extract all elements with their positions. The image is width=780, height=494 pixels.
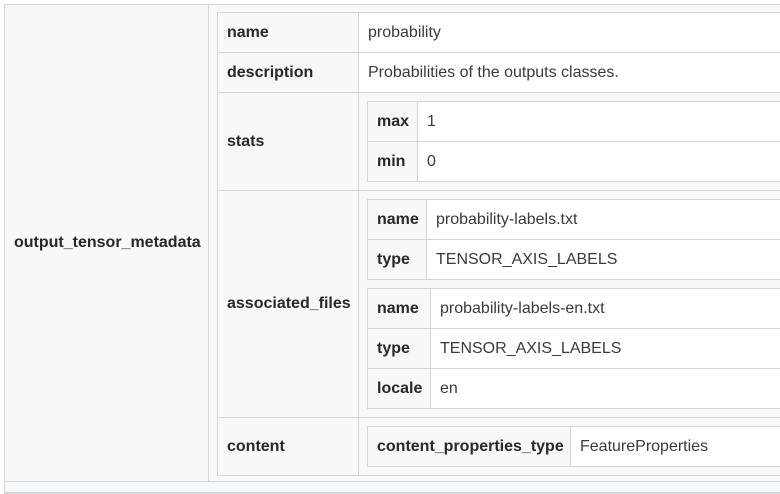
- file-2-type-value: TENSOR_AXIS_LABELS: [430, 328, 780, 369]
- file-2-locale-value: en: [430, 368, 780, 409]
- associated-files-value: name probability-labels.txt type TENSOR_…: [358, 190, 780, 418]
- content-key: content: [217, 417, 359, 476]
- description-key: description: [217, 52, 359, 93]
- output-tensor-metadata-label: output_tensor_metadata: [14, 234, 201, 251]
- file-2-name-value: probability-labels-en.txt: [430, 288, 780, 329]
- stats-min-value: 0: [417, 141, 780, 182]
- stats-max-key: max: [367, 101, 418, 142]
- file-1-name-value: probability-labels.txt: [426, 199, 780, 240]
- file-1-type-value: TENSOR_AXIS_LABELS: [426, 239, 780, 280]
- outer-next-row: [4, 481, 780, 493]
- output-tensor-metadata-key: output_tensor_metadata: [4, 4, 209, 482]
- content-properties-type-key: content_properties_type: [367, 426, 571, 467]
- file-1-type-key: type: [367, 239, 427, 280]
- file-2-name-key: name: [367, 288, 431, 329]
- name-key: name: [217, 12, 359, 53]
- content-value: content_properties_type FeaturePropertie…: [358, 417, 780, 476]
- stats-key: stats: [217, 92, 359, 191]
- associated-files-key: associated_files: [217, 190, 359, 418]
- stats-max-value: 1: [417, 101, 780, 142]
- file-2-type-key: type: [367, 328, 431, 369]
- content-properties-type-value: FeatureProperties: [570, 426, 780, 467]
- description-value: Probabilities of the outputs classes.: [358, 52, 780, 93]
- file-1-name-key: name: [367, 199, 427, 240]
- name-value: probability: [358, 12, 780, 53]
- file-2-locale-key: locale: [367, 368, 431, 409]
- stats-min-key: min: [367, 141, 418, 182]
- inner-table: name probability description Probabiliti…: [217, 12, 780, 476]
- stats-value: max 1 min 0: [358, 92, 780, 191]
